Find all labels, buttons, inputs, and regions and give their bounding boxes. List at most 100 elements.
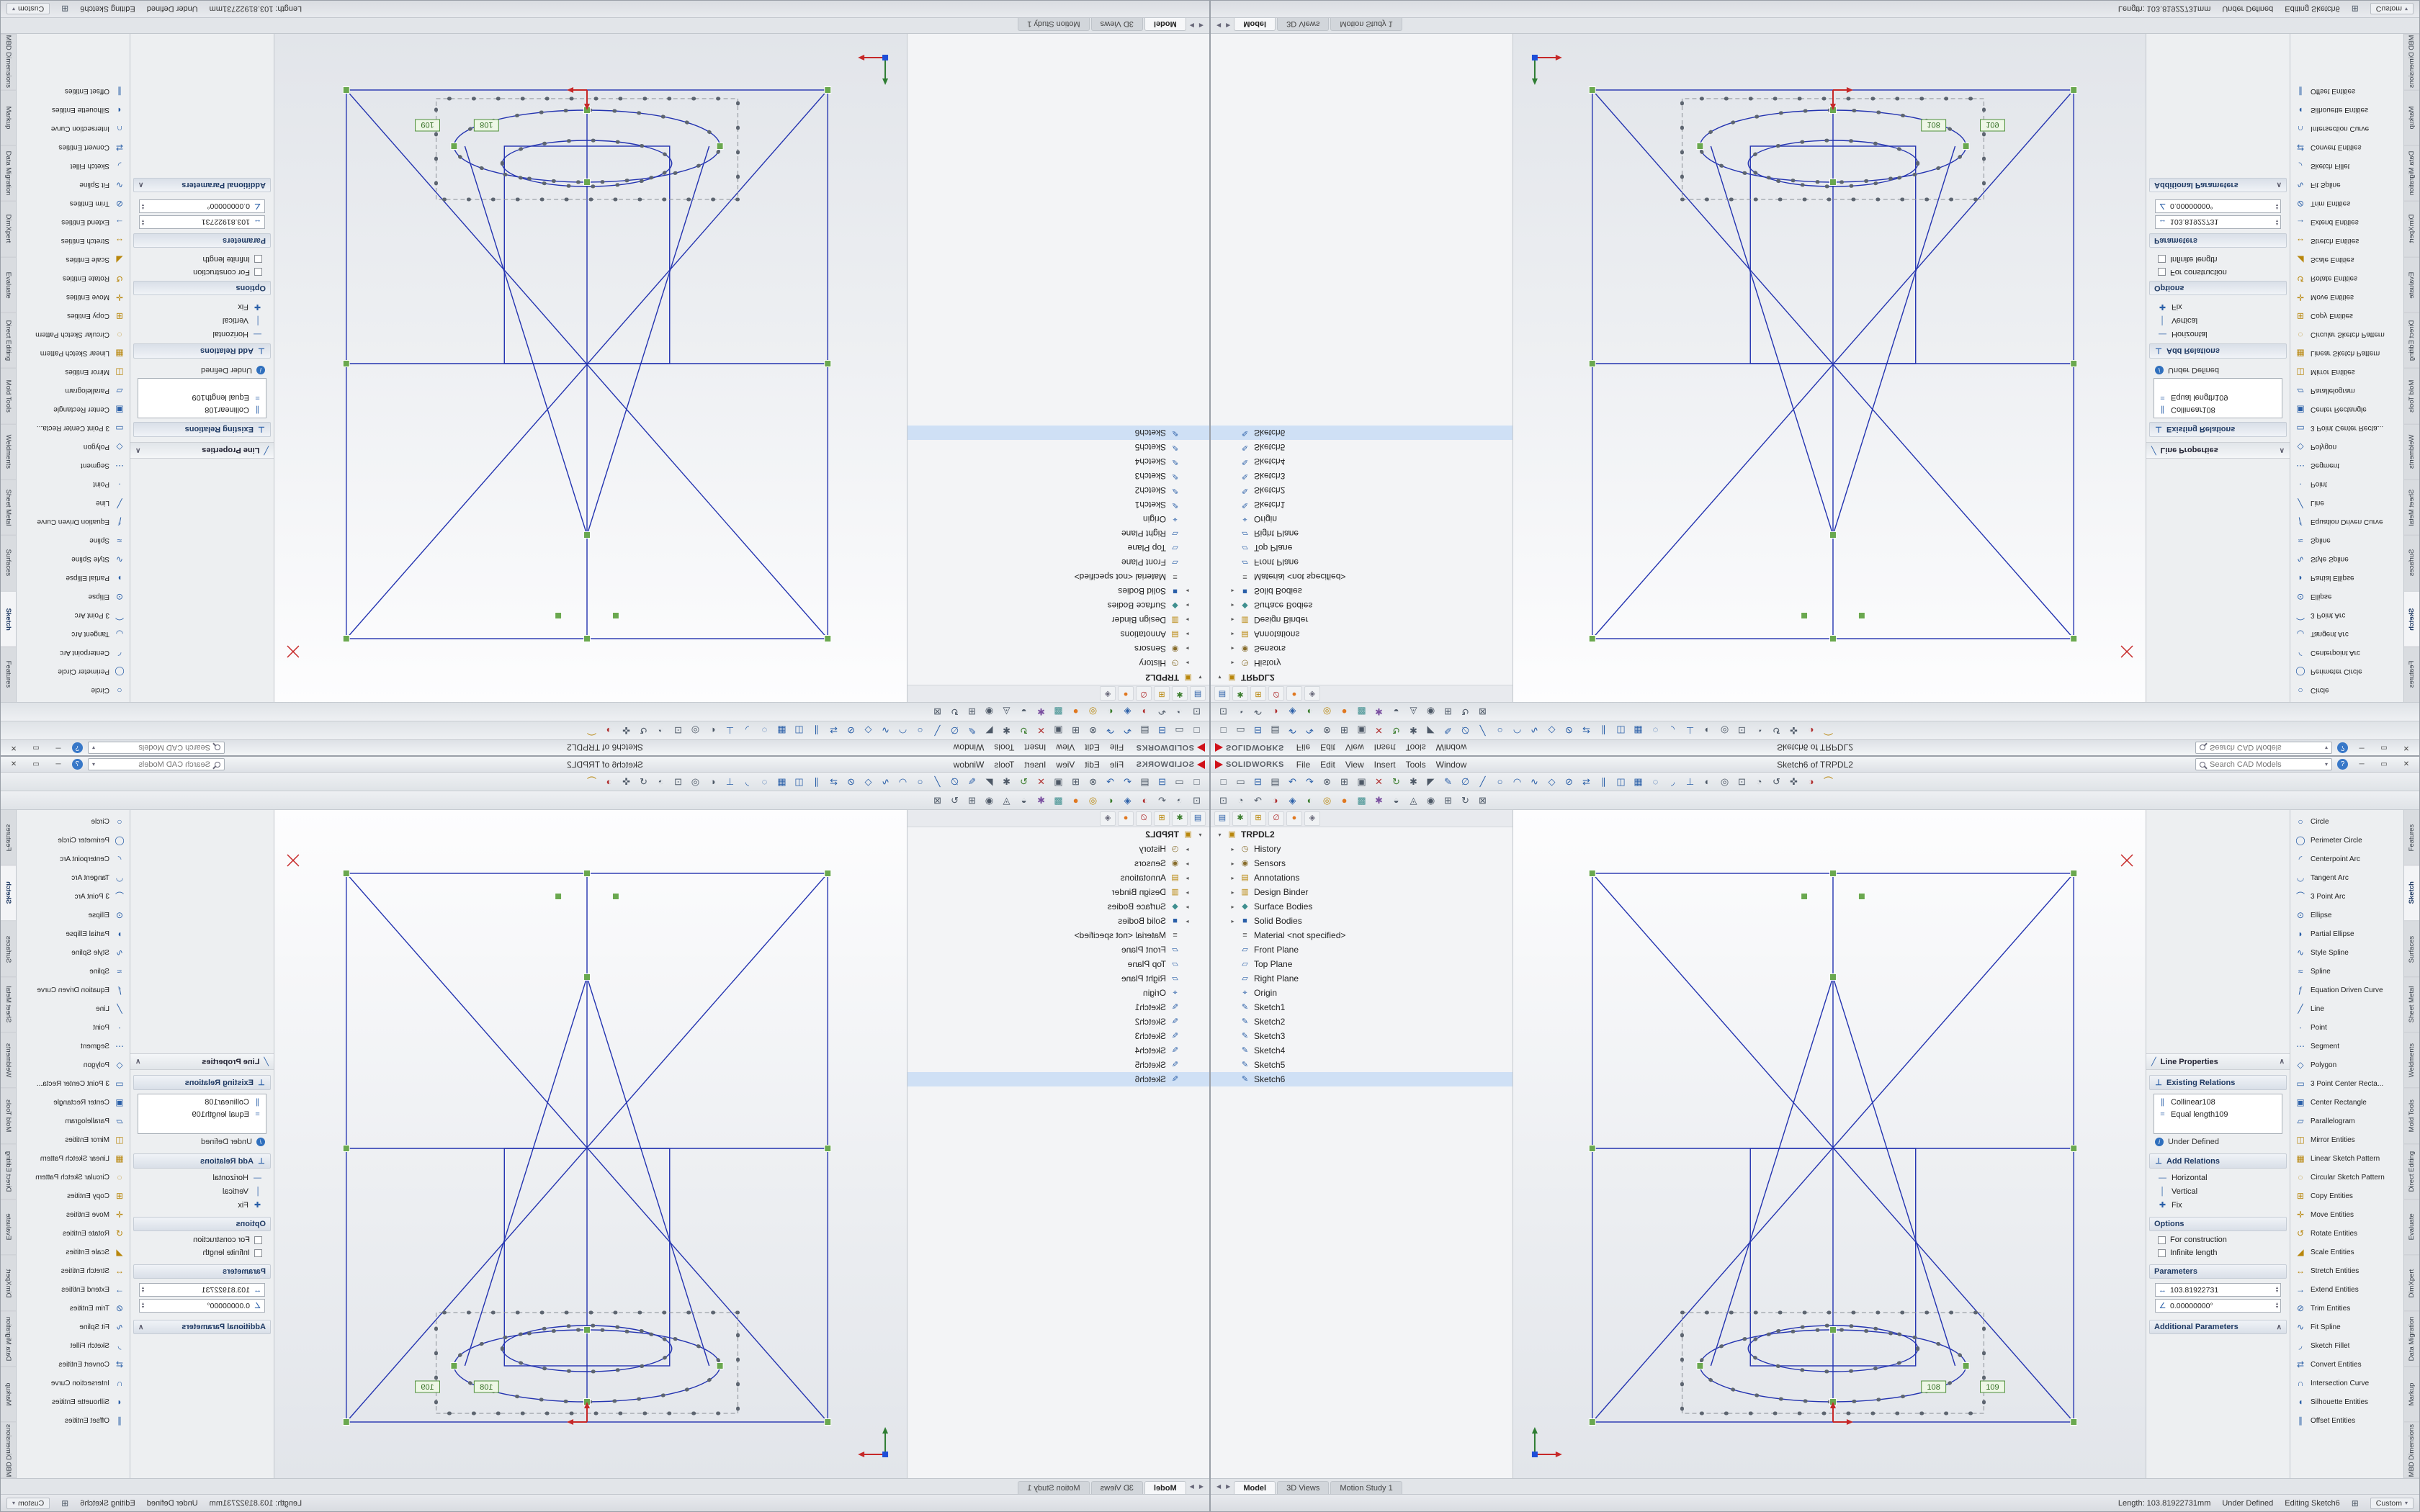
menu-item[interactable]: View [1345,742,1364,753]
sketch-tool-item[interactable]: ∥ Offset Entities [2290,82,2403,101]
sketch-tool-item[interactable]: ⇄ Convert Entities [2290,1355,2403,1374]
add-relation-button[interactable]: ✚ Fix [2146,300,2290,314]
close-button[interactable]: ✕ [10,760,17,768]
sketch-tool-item[interactable]: ↺ Rotate Entities [2290,1224,2403,1243]
arc-icon[interactable]: ◠ [898,776,908,787]
appearance-icon[interactable]: ● [1341,706,1348,717]
tree-item[interactable]: ✎ Sketch3 [908,469,1209,483]
featuremanager-tab-icon[interactable]: ▤ [1190,811,1206,826]
copy-icon[interactable]: ⊞ [1340,725,1348,736]
tree-item[interactable]: ✎ Sketch1 [908,1000,1209,1014]
sketch-relation-handles[interactable] [1588,86,2078,642]
displaymanager-tab-icon[interactable]: ● [1118,811,1134,826]
menu-item[interactable]: Window [953,742,985,753]
sketch-tool-item[interactable]: → Extend Entities [2290,1280,2403,1299]
select-icon[interactable]: ◤ [985,776,993,787]
sketch-tool-item[interactable]: ⊘ Trim Entities [2290,1299,2403,1318]
commandmanager-tab[interactable]: MBD Dimensions [1,1422,16,1478]
tree-item[interactable]: ✎ Sketch4 [1211,1043,1512,1058]
sketch-tool-item[interactable]: ⋯ Segment [2290,1037,2403,1056]
hide-items-icon[interactable]: ◎ [1322,795,1332,806]
sketch-drawing[interactable]: 108 109 [274,34,907,702]
tab-scroll-left-icon[interactable]: ◀ [1216,1483,1222,1490]
redo-icon[interactable]: ↷ [1106,776,1114,787]
menu-item[interactable]: File [1109,759,1124,770]
collapse-icon[interactable]: ∧ [2279,1058,2285,1066]
tree-item[interactable]: ✎ Sketch6 [1211,426,1512,440]
copy-icon[interactable]: ⊞ [1072,776,1080,787]
sketch-tool-item[interactable]: ▣ Center Rectangle [17,1093,130,1112]
options-icon[interactable]: ✱ [1410,776,1417,787]
tree-item[interactable]: ▱ Top Plane [1211,957,1512,971]
tree-item[interactable]: ▱ Right Plane [908,971,1209,986]
commandmanager-tab[interactable]: DimXpert [1,201,16,257]
parameter-value[interactable]: 0.00000000° [207,202,250,211]
dimension-tag-109[interactable]: 109 [415,1380,440,1393]
sketch-tool-item[interactable]: ↺ Rotate Entities [2290,269,2403,288]
circular-pattern-icon[interactable]: ◌ [761,725,768,736]
measure-icon[interactable]: ⌒ [1823,776,1833,787]
sketch-tool-item[interactable]: ∙ Point [2290,1018,2403,1037]
sketch-tool-item[interactable]: ◞ Sketch Fillet [17,1336,130,1355]
commandmanager-tab[interactable]: Markup [2404,89,2419,145]
dimension-tag-108[interactable]: 108 [1921,1380,1947,1393]
relation-item[interactable]: ∥ Collinear108 [2156,404,2280,416]
maximize-button[interactable]: ▭ [32,744,40,752]
line-icon[interactable]: ╱ [1479,776,1486,787]
sketch-tool-item[interactable]: ◡ Tangent Arc [17,868,130,887]
offset-entities-icon[interactable]: ∥ [814,725,819,736]
search-box[interactable]: ▾ [88,742,225,754]
checkbox[interactable] [254,255,262,264]
print-icon[interactable]: ▤ [1140,725,1150,736]
section-view-icon[interactable]: ◑ [1808,776,1814,787]
sketch-tool-item[interactable]: ▱ Parallelogram [17,1112,130,1130]
commandmanager-tab[interactable]: Data Migration [1,145,16,202]
sketch-relation-handles[interactable] [342,86,832,642]
checkbox[interactable] [2158,255,2166,264]
sketch-tool-item[interactable]: ▭ 3 Point Center Recta... [2290,419,2403,438]
paste-icon[interactable]: ▣ [1054,776,1063,787]
tree-item[interactable]: ✎ Sketch6 [1211,1072,1512,1086]
convert-entities-icon[interactable]: ⇄ [1582,725,1590,736]
search-box[interactable]: ▾ [88,758,225,770]
commandmanager-tab[interactable]: Sketch [1,590,16,647]
menu-item[interactable]: Edit [1320,742,1335,753]
cut-icon[interactable]: ⊗ [1323,725,1331,736]
sketch-tool-item[interactable]: ▣ Center Rectangle [17,400,130,419]
dimension-tag-109[interactable]: 109 [1980,1380,2005,1393]
undo-icon[interactable]: ↶ [1124,776,1131,787]
tree-item[interactable]: ✎ Sketch2 [908,483,1209,498]
displaymanager-tab-icon[interactable]: ● [1286,686,1302,701]
tree-item[interactable]: ▸ ◉ Sensors [908,642,1209,656]
document-tab[interactable]: Model [1234,18,1276,31]
menu-item[interactable]: Insert [1024,742,1047,753]
collapse-icon[interactable]: ∧ [2276,1323,2282,1331]
menu-item[interactable]: Edit [1320,759,1335,770]
circle-icon[interactable]: ○ [917,776,923,787]
undo-icon[interactable]: ↶ [1289,776,1296,787]
sketch-tool-item[interactable]: ▦ Linear Sketch Pattern [17,1149,130,1168]
chevron-down-icon[interactable]: ▾ [92,744,96,751]
sketch-tool-item[interactable]: ≈ Spline [17,962,130,981]
sketch-tool-item[interactable]: ⋯ Segment [17,456,130,475]
option-row[interactable]: For construction [2146,1233,2290,1246]
copy-icon[interactable]: ⊞ [1072,725,1080,736]
sketch-tool-item[interactable]: ◗ Partial Ellipse [2290,924,2403,943]
arc-icon[interactable]: ◠ [1512,776,1522,787]
zoom-fit-icon[interactable]: ⊡ [1219,795,1227,806]
sketch-tool-item[interactable]: ✛ Move Entities [2290,1205,2403,1224]
undo-icon[interactable]: ↶ [1124,725,1131,736]
sketch-tool-item[interactable]: ▭ 3 Point Center Recta... [2290,1074,2403,1093]
sketch-tool-item[interactable]: ƒ Equation Driven Curve [17,981,130,999]
tree-item[interactable]: ≡ Material <not specified> [908,570,1209,584]
sketch-tool-item[interactable]: ⇄ Convert Entities [2290,138,2403,157]
tab-scroll-left-icon[interactable]: ◀ [1198,22,1204,29]
sketch-tool-item[interactable]: ∿ Fit Spline [17,1318,130,1336]
sketch-tool-item[interactable]: ◖ Silhouette Entities [17,101,130,120]
zoom-fit-icon[interactable]: ⊡ [1738,776,1746,787]
tree-item[interactable]: ▸ ◷ History [1211,842,1512,856]
document-tab[interactable]: Model [1234,1481,1276,1494]
copy-icon[interactable]: ⊞ [1340,776,1348,787]
sketch-tool-item[interactable]: ⌒ 3 Point Arc [2290,606,2403,625]
section-view-icon[interactable]: ◑ [1142,706,1148,717]
